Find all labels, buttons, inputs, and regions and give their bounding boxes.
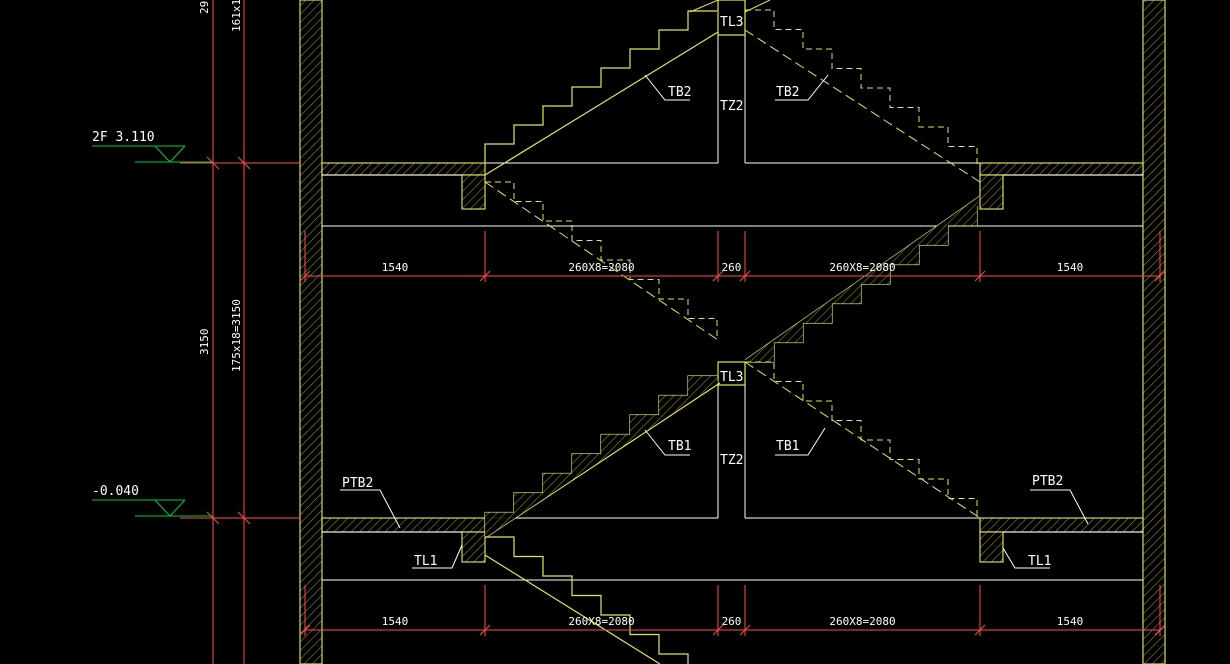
- upper-slab-right: [979, 162, 1144, 176]
- label-tb2-right: TB2: [776, 85, 799, 100]
- vdim-total: 3150: [198, 329, 211, 356]
- hdim-lower-label-0: 1540: [382, 615, 409, 628]
- center-column: [485, 35, 980, 519]
- vdim-risers: 175x18=3150: [230, 299, 243, 372]
- hdim-lower-tick-0: [299, 624, 311, 636]
- label-tl1-left: TL1: [414, 554, 437, 569]
- level-marker-lower: [92, 499, 213, 517]
- flight-lower-down-soffit: [484, 554, 661, 664]
- flight-tb2-left-soffit: [484, 31, 719, 176]
- lower-slab-left: [321, 517, 486, 533]
- leader-lines: [340, 74, 1089, 569]
- hdim-lower-label-2: 260: [722, 615, 742, 628]
- hidden-flight-tb1-right-soffit: [744, 361, 981, 519]
- label-tb2-left: TB2: [668, 85, 691, 100]
- level-label-lower: -0.040: [92, 484, 139, 499]
- hdim-lower-label-4: 1540: [1057, 615, 1084, 628]
- hidden-flight-tb2-right-steps: [745, 9, 978, 166]
- tl3-top-beam: [717, 0, 746, 36]
- hdim-lower-tick-1: [479, 624, 491, 636]
- hdim-upper-tick-0: [299, 270, 311, 282]
- hidden-flight-left-down-steps: [485, 181, 718, 338]
- flight-upper-right-hatch: [745, 196, 980, 362]
- hdim-upper-label-2: 260: [722, 261, 742, 274]
- label-tb1-right: TB1: [776, 439, 799, 454]
- label-ptb2-left: PTB2: [342, 476, 373, 491]
- hdim-lower-tick-3: [739, 624, 751, 636]
- hdim-upper-tick-2: [712, 270, 724, 282]
- hidden-flight-left-down-soffit: [484, 181, 719, 341]
- hdim-lower-tick-4: [974, 624, 986, 636]
- hdim-upper-tick-4: [974, 270, 986, 282]
- level-marker-upper: [92, 145, 213, 163]
- hdim-lower-tick-5: [1154, 624, 1166, 636]
- right-wall: [1142, 0, 1166, 664]
- stair-flights: [484, 0, 981, 664]
- flight-tb1-left-hatch: [485, 376, 718, 538]
- flight-lower-down-steps: [485, 536, 689, 664]
- hdim-upper-label-3: 260X8=2080: [829, 261, 895, 274]
- hdim-lower-label-1: 260X8=2080: [568, 615, 634, 628]
- vertical-dimension-lines: [180, 0, 300, 664]
- label-tz2-top: TZ2: [720, 99, 743, 114]
- label-ptb2-right: PTB2: [1032, 474, 1063, 489]
- lower-beam-right: [979, 531, 1004, 563]
- hidden-flight-tb2-right-soffit: [744, 29, 981, 183]
- tl3-mid-beam: [717, 361, 746, 386]
- hdim-upper-tick-1: [479, 270, 491, 282]
- label-tb1-left: TB1: [668, 439, 691, 454]
- upper-slab-left: [321, 162, 486, 176]
- left-wall: [299, 0, 323, 664]
- upper-beam-left: [461, 174, 486, 210]
- flight-top-stub: [689, 0, 719, 13]
- label-tl1-right: TL1: [1028, 554, 1051, 569]
- floor-lines: [322, 174, 1143, 581]
- lower-slab-right: [979, 517, 1144, 533]
- hdim-upper-label-0: 1540: [382, 261, 409, 274]
- label-tl3-top: TL3: [720, 15, 743, 30]
- level-label-upper: 2F 3.110: [92, 130, 155, 145]
- dimension-lines: 1540 260X8=2080 260 260X8=2080 1540 1540 260X8…: [299, 231, 1166, 636]
- lower-beam-left: [461, 531, 486, 563]
- hdim-upper-tick-3: [739, 270, 751, 282]
- hdim-upper-label-4: 1540: [1057, 261, 1084, 274]
- vdim-top-1: 29: [198, 1, 211, 14]
- hdim-upper-tick-5: [1154, 270, 1166, 282]
- label-tl3-mid: TL3: [720, 370, 743, 385]
- hdim-upper-label-1: 260X8=2080: [568, 261, 634, 274]
- flight-tb2-left-steps: [484, 10, 717, 163]
- flight-top-stub-right: [744, 0, 771, 13]
- vdim-top-2: 161x18: [230, 0, 243, 32]
- hidden-flight-tb1-right-steps: [745, 361, 978, 518]
- upper-beam-right: [979, 174, 1004, 210]
- label-tz2-mid: TZ2: [720, 453, 743, 468]
- hdim-lower-tick-2: [712, 624, 724, 636]
- hdim-lower-label-3: 260X8=2080: [829, 615, 895, 628]
- flight-tb1-left-soffit: [484, 382, 721, 539]
